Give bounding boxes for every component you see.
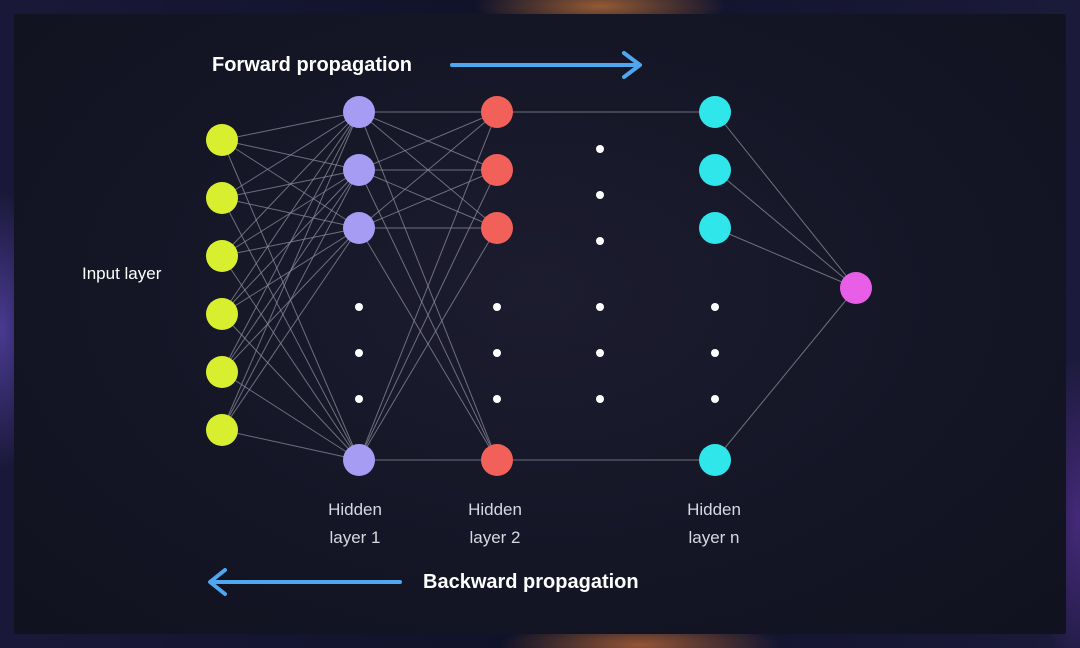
connection-edge [221, 111, 360, 315]
input-node [206, 240, 238, 272]
hidden-layer-2-node [481, 154, 513, 186]
connection-edge [714, 111, 857, 289]
connection-edge [358, 111, 498, 171]
backward-propagation-label: Backward propagation [423, 571, 639, 593]
connection-edge [221, 255, 360, 461]
ellipsis-dot [596, 145, 604, 153]
hidden-layer-n-node [699, 212, 731, 244]
hidden-layer-1-node [343, 444, 375, 476]
input-node [206, 124, 238, 156]
hidden-layer-2-label-line2: layer 2 [469, 528, 520, 547]
connection-edge [221, 313, 360, 461]
hidden-layer-2-node [481, 96, 513, 128]
connection-edge [221, 111, 360, 141]
connection-edge [221, 371, 360, 461]
ellipsis-dot [493, 395, 501, 403]
input-node [206, 356, 238, 388]
connection-edge [358, 111, 498, 229]
forward-propagation-label: Forward propagation [212, 54, 412, 76]
ellipsis-dot [493, 303, 501, 311]
hidden-layer-1-label-line2: layer 1 [329, 528, 380, 547]
ellipsis-dot [596, 237, 604, 245]
ellipsis-dot [596, 395, 604, 403]
connection-edge [221, 111, 360, 373]
connection-edge [221, 227, 360, 431]
connection-edge [714, 169, 857, 289]
hidden-layer-1-node [343, 212, 375, 244]
ellipsis-dot [711, 395, 719, 403]
input-layer-label: Input layer [82, 264, 162, 283]
connection-edge [358, 111, 498, 461]
hidden-layer-n-node [699, 444, 731, 476]
input-node [206, 414, 238, 446]
input-node [206, 182, 238, 214]
connection-edge [714, 227, 857, 289]
backward-arrow-icon [208, 568, 402, 596]
ellipsis-dot [493, 349, 501, 357]
ellipsis-dot [355, 349, 363, 357]
connection-edge [358, 169, 498, 461]
ellipsis-dots [355, 145, 719, 403]
diagram-panel [14, 14, 1066, 634]
hidden-layer-2-node [481, 212, 513, 244]
input-node [206, 298, 238, 330]
connection-edge [221, 169, 360, 431]
connection-edge [714, 287, 857, 461]
hidden-layer-1-node [343, 96, 375, 128]
connection-edge [358, 169, 498, 229]
ellipsis-dot [596, 191, 604, 199]
connection-edges [221, 111, 857, 461]
connection-edge [221, 429, 360, 461]
connection-edge [358, 227, 498, 461]
ellipsis-dot [711, 303, 719, 311]
ellipsis-dot [355, 395, 363, 403]
hidden-layer-n-node [699, 154, 731, 186]
hidden-layer-n-label-line1: Hidden [687, 500, 741, 519]
hidden-layer-2-label-line1: Hidden [468, 500, 522, 519]
forward-arrow-icon [450, 51, 642, 79]
ellipsis-dot [596, 349, 604, 357]
output-node [840, 272, 872, 304]
hidden-layer-2-node [481, 444, 513, 476]
ellipsis-dot [596, 303, 604, 311]
connection-edge [221, 111, 360, 257]
connection-edge [221, 111, 360, 199]
neuron-nodes [206, 96, 872, 476]
hidden-layer-n-label-line2: layer n [688, 528, 739, 547]
connection-edge [221, 111, 360, 431]
ellipsis-dot [355, 303, 363, 311]
hidden-layer-1-node [343, 154, 375, 186]
hidden-layer-1-label-line1: Hidden [328, 500, 382, 519]
ellipsis-dot [711, 349, 719, 357]
hidden-layer-n-node [699, 96, 731, 128]
